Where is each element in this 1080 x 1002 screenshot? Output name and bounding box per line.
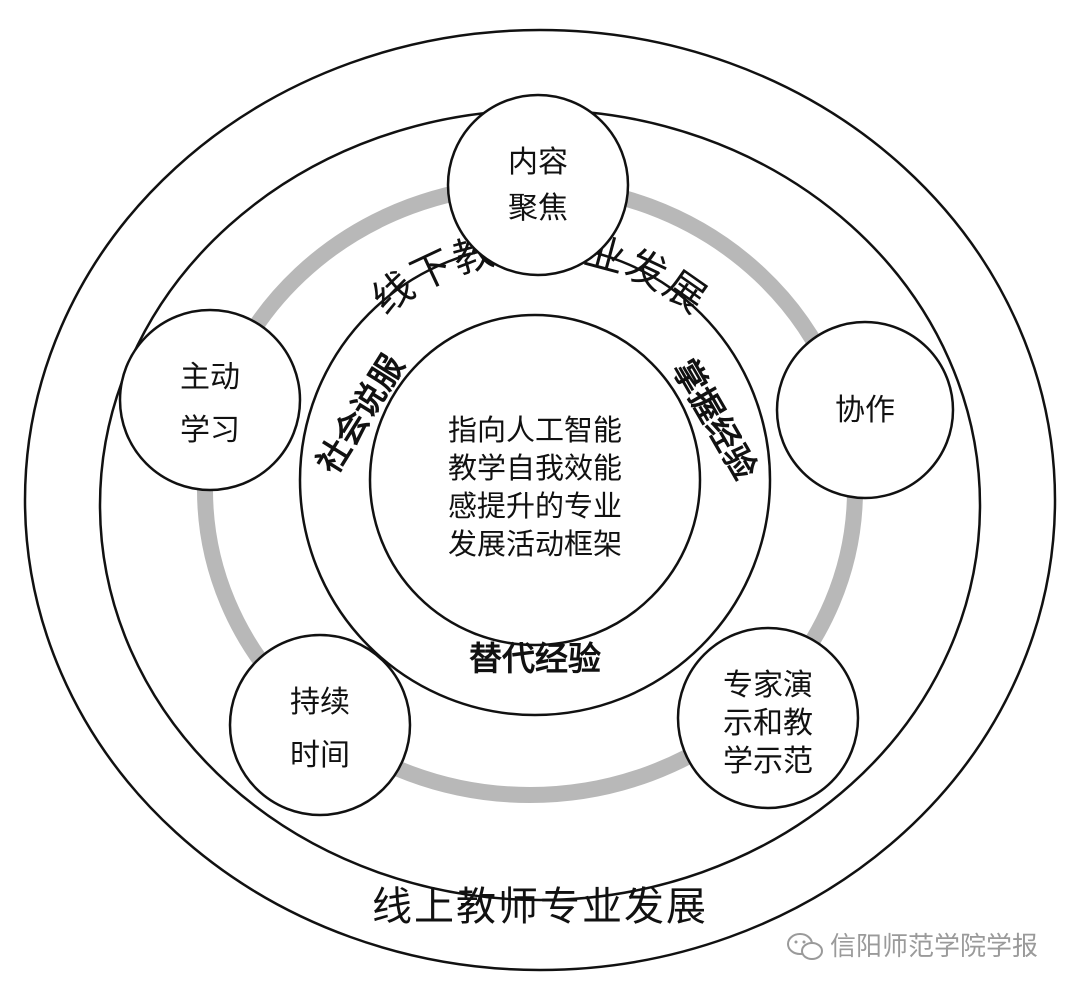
center-line-3: 感提升的专业 [448, 489, 622, 523]
node-right [775, 320, 955, 500]
watermark-text: 信阳师范学院学报 [830, 932, 1038, 962]
wechat-icon [787, 933, 823, 960]
node-bottom-right-line-3: 学示范 [723, 744, 813, 779]
node-top [446, 93, 630, 277]
inner-bottom-label: 替代经验 [469, 639, 601, 678]
center-line-2: 教学自我效能 [448, 451, 622, 485]
node-bottom-right-line-1: 专家演 [723, 668, 813, 703]
center-circle [368, 313, 702, 647]
node-top-line-1: 内容 [508, 145, 568, 180]
node-bottom-left [228, 633, 412, 817]
center-line-4: 发展活动框架 [448, 527, 622, 561]
node-left-line-1: 主动 [180, 360, 240, 395]
outer-ring [23, 28, 1057, 972]
node-right-line-1: 协作 [835, 393, 895, 428]
node-bottom-left-line-2: 时间 [290, 738, 350, 773]
node-bottom-left-line-1: 持续 [290, 685, 350, 720]
node-bottom-right-line-2: 示和教 [723, 706, 813, 741]
node-left [118, 308, 302, 492]
node-bottom-right [676, 626, 860, 810]
outer-bottom-label: 线上教师专业发展 [372, 884, 708, 930]
center-line-1: 指向人工智能 [448, 413, 622, 447]
node-left-line-2: 学习 [180, 413, 240, 448]
node-top-line-2: 聚焦 [508, 191, 568, 226]
